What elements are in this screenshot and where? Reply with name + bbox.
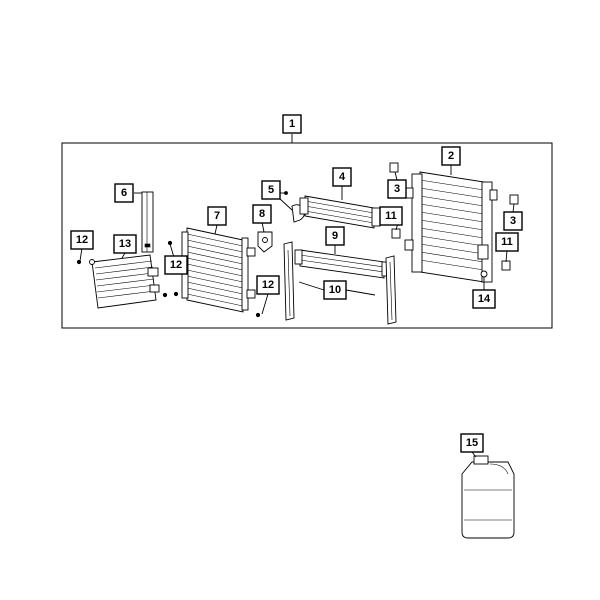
isolator-11a: [391, 228, 401, 239]
callout-12b: 12: [164, 255, 188, 275]
callout-13-label: 13: [119, 238, 131, 250]
callout-7: 7: [207, 206, 227, 226]
callout-3a: 3: [387, 179, 407, 199]
isolator-3b: [509, 194, 519, 205]
assembly-frame: [61, 142, 553, 329]
side-seal-part: [283, 241, 397, 325]
callout-7-label: 7: [214, 210, 220, 222]
callout-9-label: 9: [332, 230, 338, 242]
fastener-7b: [173, 291, 179, 297]
callout-12a-label: 12: [76, 234, 88, 246]
callout-2-label: 2: [448, 150, 454, 162]
callout-8: 8: [252, 204, 272, 224]
callout-6: 6: [114, 183, 134, 203]
callout-4-label: 4: [339, 171, 346, 183]
callout-15: 15: [460, 433, 484, 453]
callout-11a-label: 11: [385, 210, 397, 222]
leader-lines: [79, 165, 515, 458]
callout-11b-label: 11: [501, 236, 513, 248]
fastener-12a: [76, 259, 82, 265]
transmission-cooler-part: [89, 254, 160, 309]
bracket-part: [257, 231, 273, 253]
callout-15-label: 15: [466, 437, 478, 449]
callout-12b-label: 12: [170, 259, 182, 271]
radiator-part: [404, 171, 498, 283]
callout-10-label: 10: [329, 284, 341, 296]
isolator-11b: [501, 260, 511, 271]
callout-11a: 11: [379, 206, 403, 226]
oil-cooler-lower-part: [294, 249, 390, 279]
callout-3a-label: 3: [394, 183, 400, 195]
callout-9: 9: [325, 226, 345, 246]
callout-13: 13: [113, 234, 137, 254]
callout-10: 10: [323, 280, 347, 300]
coolant-jug-part: [461, 455, 515, 539]
callout-12c-label: 12: [262, 279, 274, 291]
callout-4: 4: [332, 167, 352, 187]
fastener-13: [162, 292, 168, 298]
callout-2: 2: [441, 146, 461, 166]
callout-1-label: 1: [289, 118, 295, 130]
drain-plug-14: [480, 270, 488, 278]
fastener-12c: [255, 312, 261, 318]
ac-condenser-part: [181, 227, 256, 313]
isolator-3a: [389, 162, 399, 173]
callout-12c: 12: [256, 275, 280, 295]
callout-14: 14: [472, 289, 496, 309]
oil-cooler-upper-part: [299, 195, 381, 229]
callout-3b-label: 3: [510, 215, 516, 227]
callout-3b: 3: [503, 211, 523, 231]
callout-6-label: 6: [121, 187, 127, 199]
air-seal-part: [141, 191, 154, 253]
callout-8-label: 8: [259, 208, 265, 220]
callout-5-label: 5: [268, 184, 274, 196]
callout-12a: 12: [70, 230, 94, 250]
callout-1: 1: [282, 114, 302, 134]
callout-11b: 11: [495, 232, 519, 252]
callout-5: 5: [261, 180, 281, 200]
callout-14-label: 14: [478, 293, 491, 305]
